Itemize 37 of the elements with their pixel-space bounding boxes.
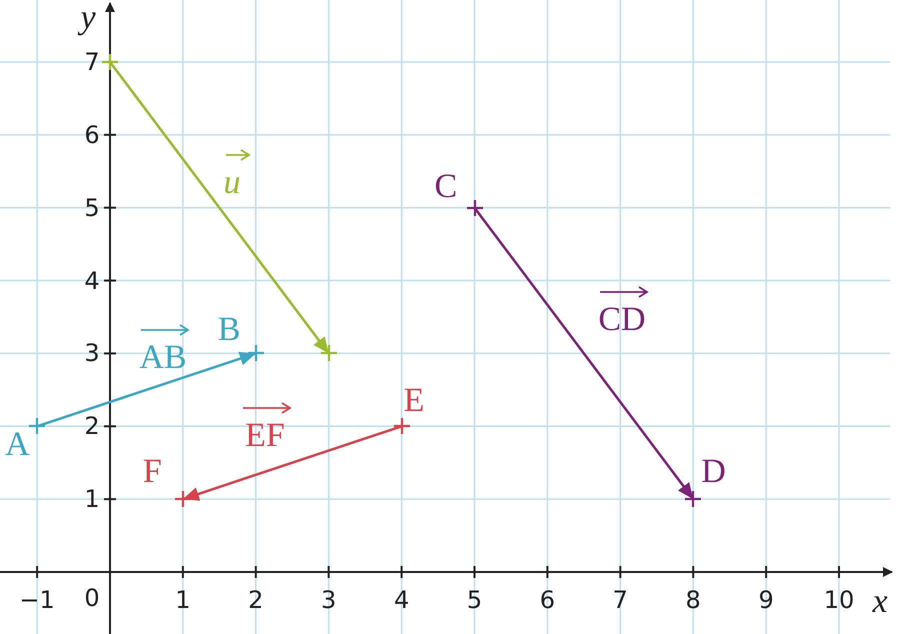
point-mark	[320, 344, 338, 362]
tick-label: 1	[175, 587, 191, 613]
point-label: C	[434, 170, 458, 204]
point-label: A	[5, 428, 30, 462]
tick-label: 4	[84, 268, 100, 294]
tick-label: 8	[686, 587, 701, 613]
tick-label: 4	[394, 587, 410, 613]
axis-label: y	[80, 1, 96, 35]
tick-label: 2	[84, 413, 100, 440]
point-label: B	[218, 313, 240, 348]
tick-label: 3	[321, 587, 336, 613]
point-label: D	[701, 455, 726, 490]
tick-label: 5	[84, 194, 100, 221]
vector-arrow	[109, 61, 330, 354]
vector-arrow	[36, 352, 256, 428]
tick-label: 2	[248, 587, 264, 613]
tick-label: 5	[466, 587, 482, 613]
axis-label: x	[872, 585, 888, 619]
vector-arrow	[182, 425, 402, 501]
vector-name: AB	[139, 341, 187, 375]
tick-label: 3	[84, 340, 100, 366]
tick-label: 0	[84, 585, 100, 611]
vector-name: CD	[598, 303, 646, 337]
tick-label: 9	[758, 587, 774, 613]
vector-name: u	[224, 166, 240, 200]
point-label: E	[404, 384, 424, 418]
tick-label: 6	[540, 587, 556, 613]
tick-label: 1	[84, 486, 100, 512]
tick-label: 6	[84, 122, 100, 148]
point-mark	[101, 52, 119, 71]
tick-label: 7	[612, 587, 628, 613]
vector-name: EF	[245, 419, 285, 453]
tick-label: 7	[84, 48, 100, 75]
vector-arrow	[474, 206, 694, 500]
tick-label: −1	[19, 587, 55, 613]
tick-label: 10	[824, 587, 854, 613]
point-label: F	[142, 455, 162, 490]
